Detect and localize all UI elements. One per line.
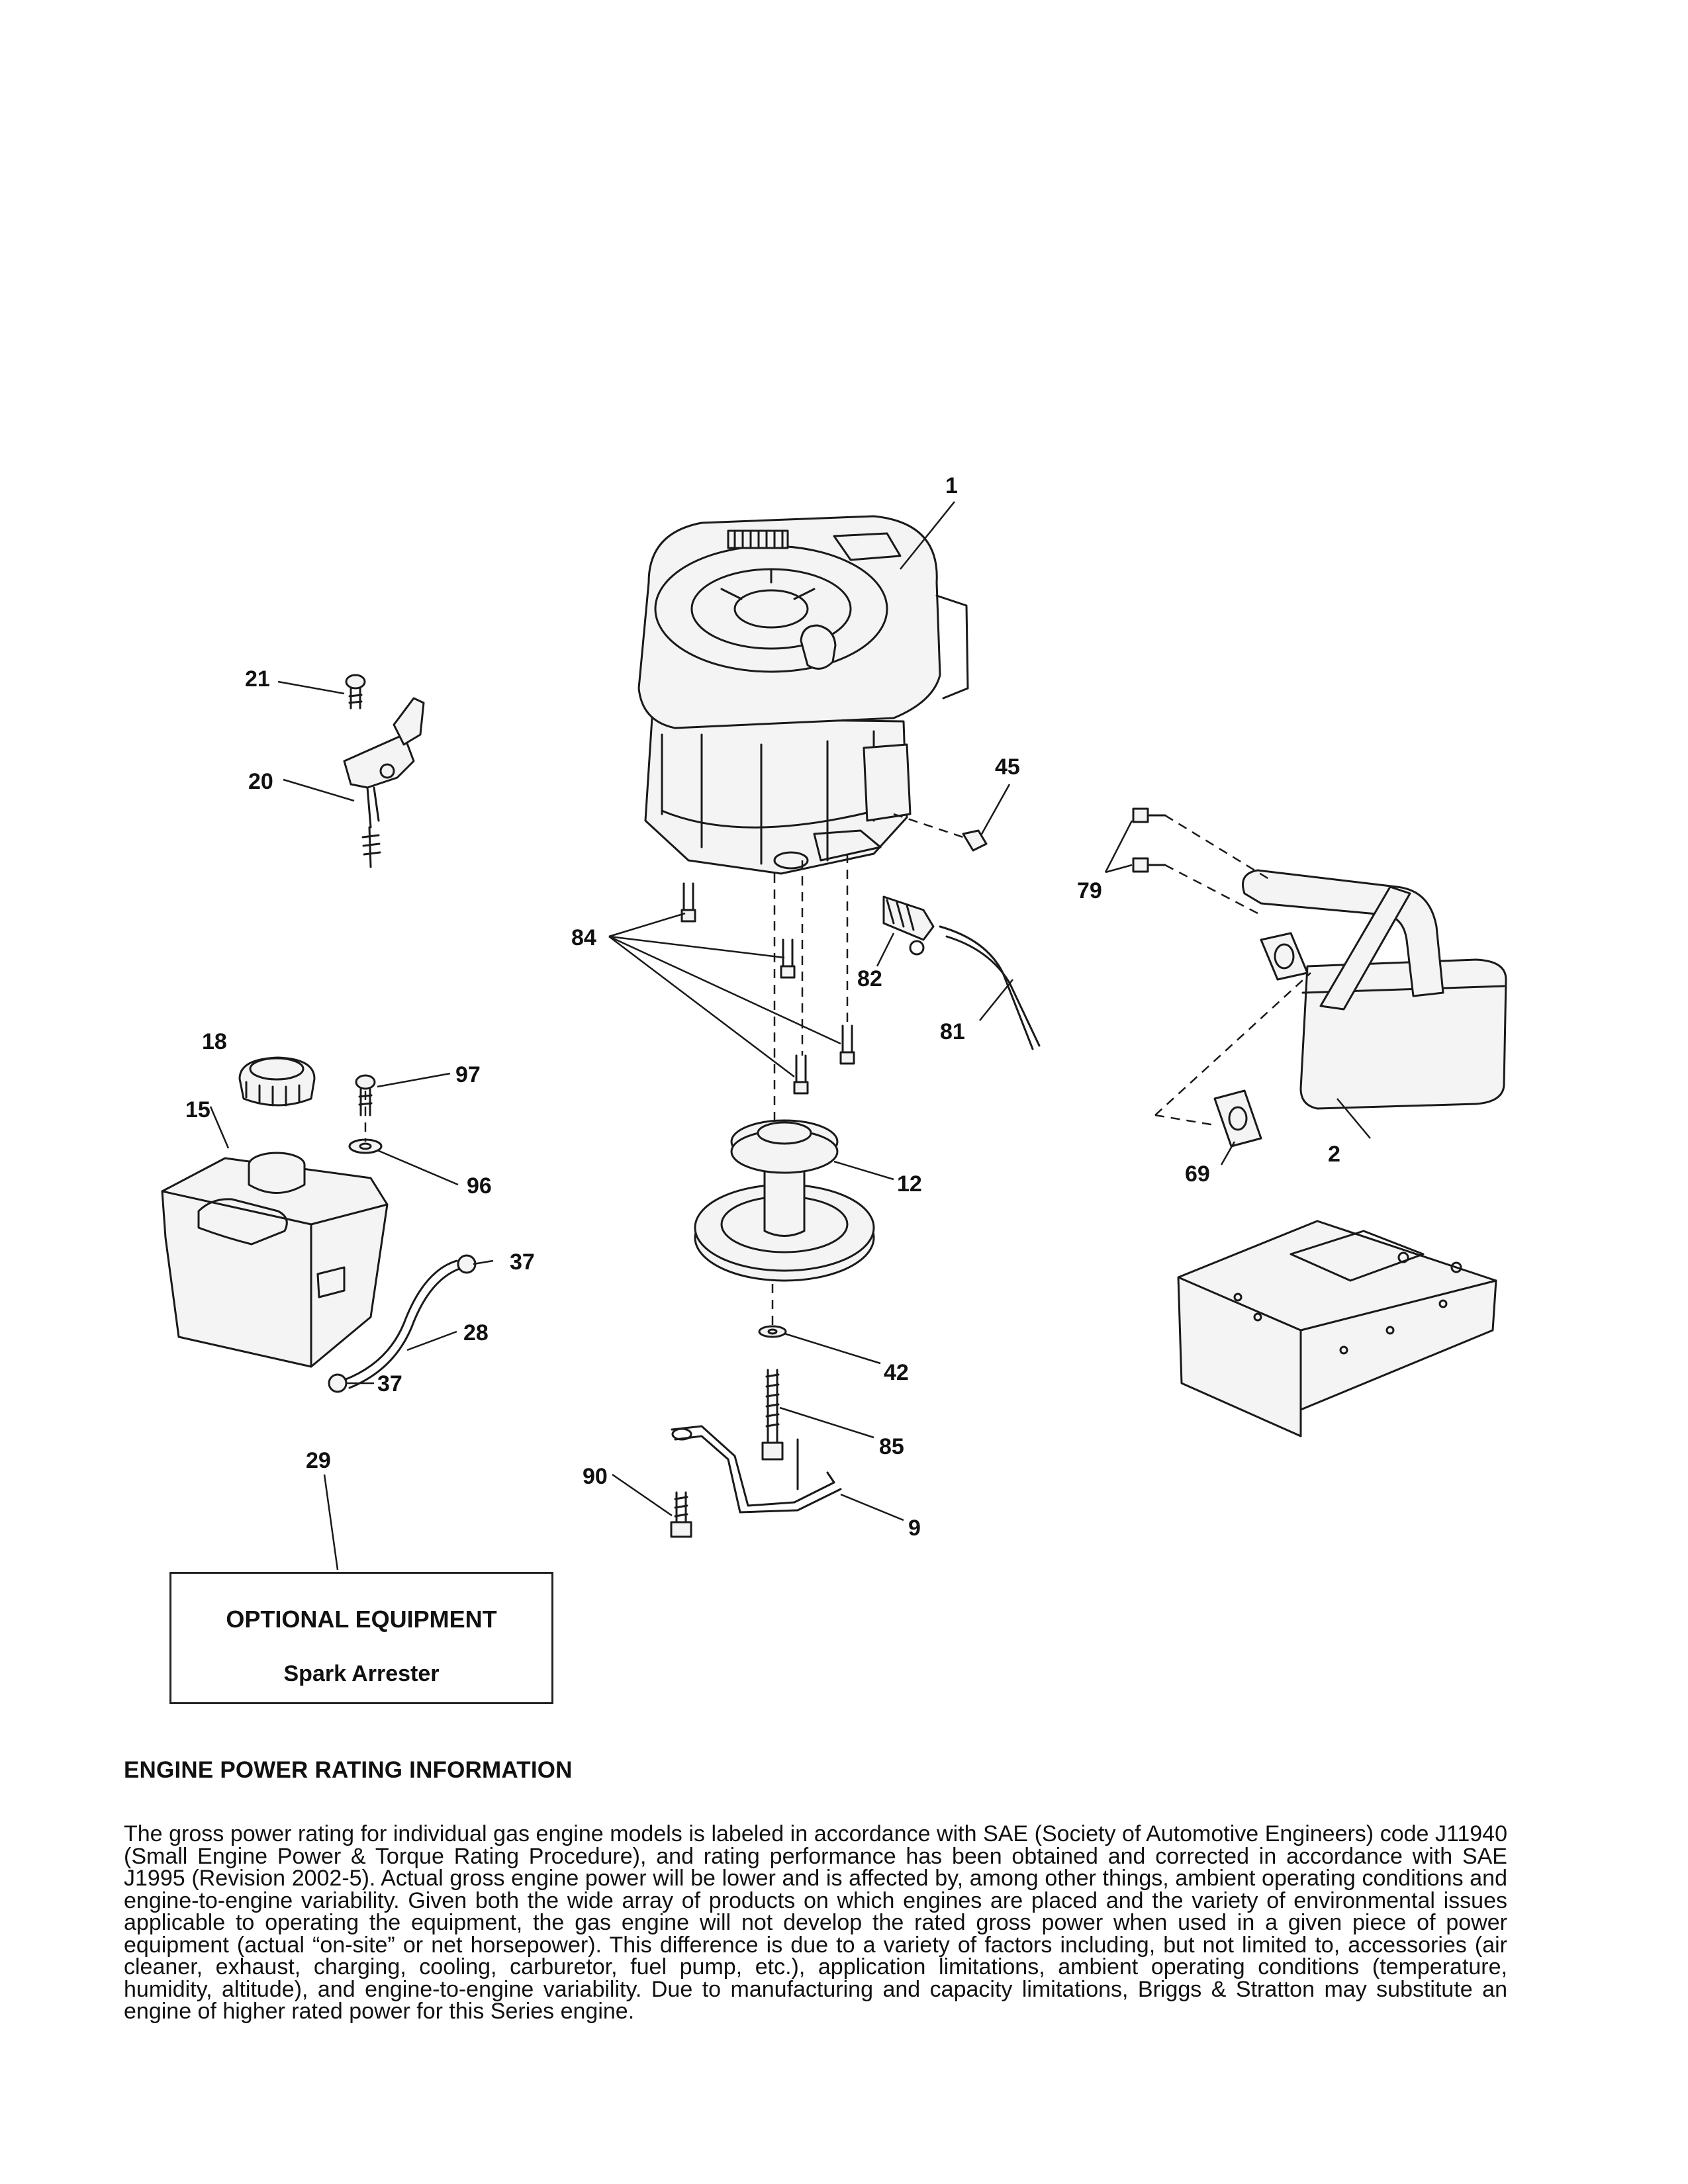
callout-81: 81: [940, 1019, 965, 1044]
callout-1: 1: [945, 473, 958, 498]
callout-15: 15: [185, 1097, 211, 1122]
callout-2: 2: [1328, 1142, 1340, 1167]
throttle-control-part: [343, 674, 425, 868]
fuel-line-part: [328, 1074, 477, 1393]
muffler-part: [1132, 807, 1507, 1148]
callout-12: 12: [897, 1171, 922, 1197]
pulley-part: [694, 1119, 875, 1461]
engine-part: [637, 515, 969, 875]
callout-42: 42: [884, 1360, 909, 1385]
callout-82: 82: [857, 966, 882, 991]
callout-84: 84: [571, 925, 596, 950]
callout-18: 18: [202, 1029, 227, 1054]
optional-equipment-box: OPTIONAL EQUIPMENT Spark Arrester: [169, 1572, 553, 1704]
callout-96: 96: [467, 1173, 492, 1199]
bracket-part: [670, 1425, 842, 1538]
engine-rating-heading: ENGINE POWER RATING INFORMATION: [124, 1757, 573, 1783]
engine-rating-body: The gross power rating for individual ga…: [124, 1821, 1507, 2024]
callout-90: 90: [583, 1464, 608, 1489]
assembly-guides: [364, 813, 1311, 1327]
frame-plate-part: [1177, 1220, 1497, 1437]
callout-28: 28: [463, 1320, 489, 1345]
callout-45: 45: [995, 754, 1020, 780]
callout-79: 79: [1077, 878, 1102, 903]
callout-85: 85: [879, 1434, 904, 1459]
callout-29: 29: [306, 1448, 331, 1473]
callout-37-bottom: 37: [377, 1371, 402, 1396]
fuel-tank-part: [161, 1056, 389, 1368]
callout-21: 21: [245, 666, 270, 692]
leader-lines: [209, 501, 1371, 1570]
optional-equipment-title: OPTIONAL EQUIPMENT: [226, 1606, 497, 1633]
callout-37-top: 37: [510, 1250, 535, 1275]
callout-labels: 1 2 9 12 15 18 20 21 28 29 37 37 42 45 6…: [185, 473, 1340, 1541]
callout-97: 97: [455, 1062, 481, 1087]
optional-equipment-item: Spark Arrester: [283, 1661, 440, 1686]
engine-hardware-part: [680, 829, 1041, 1095]
callout-69: 69: [1185, 1161, 1210, 1187]
callout-20: 20: [248, 769, 273, 794]
callout-9: 9: [908, 1516, 921, 1541]
